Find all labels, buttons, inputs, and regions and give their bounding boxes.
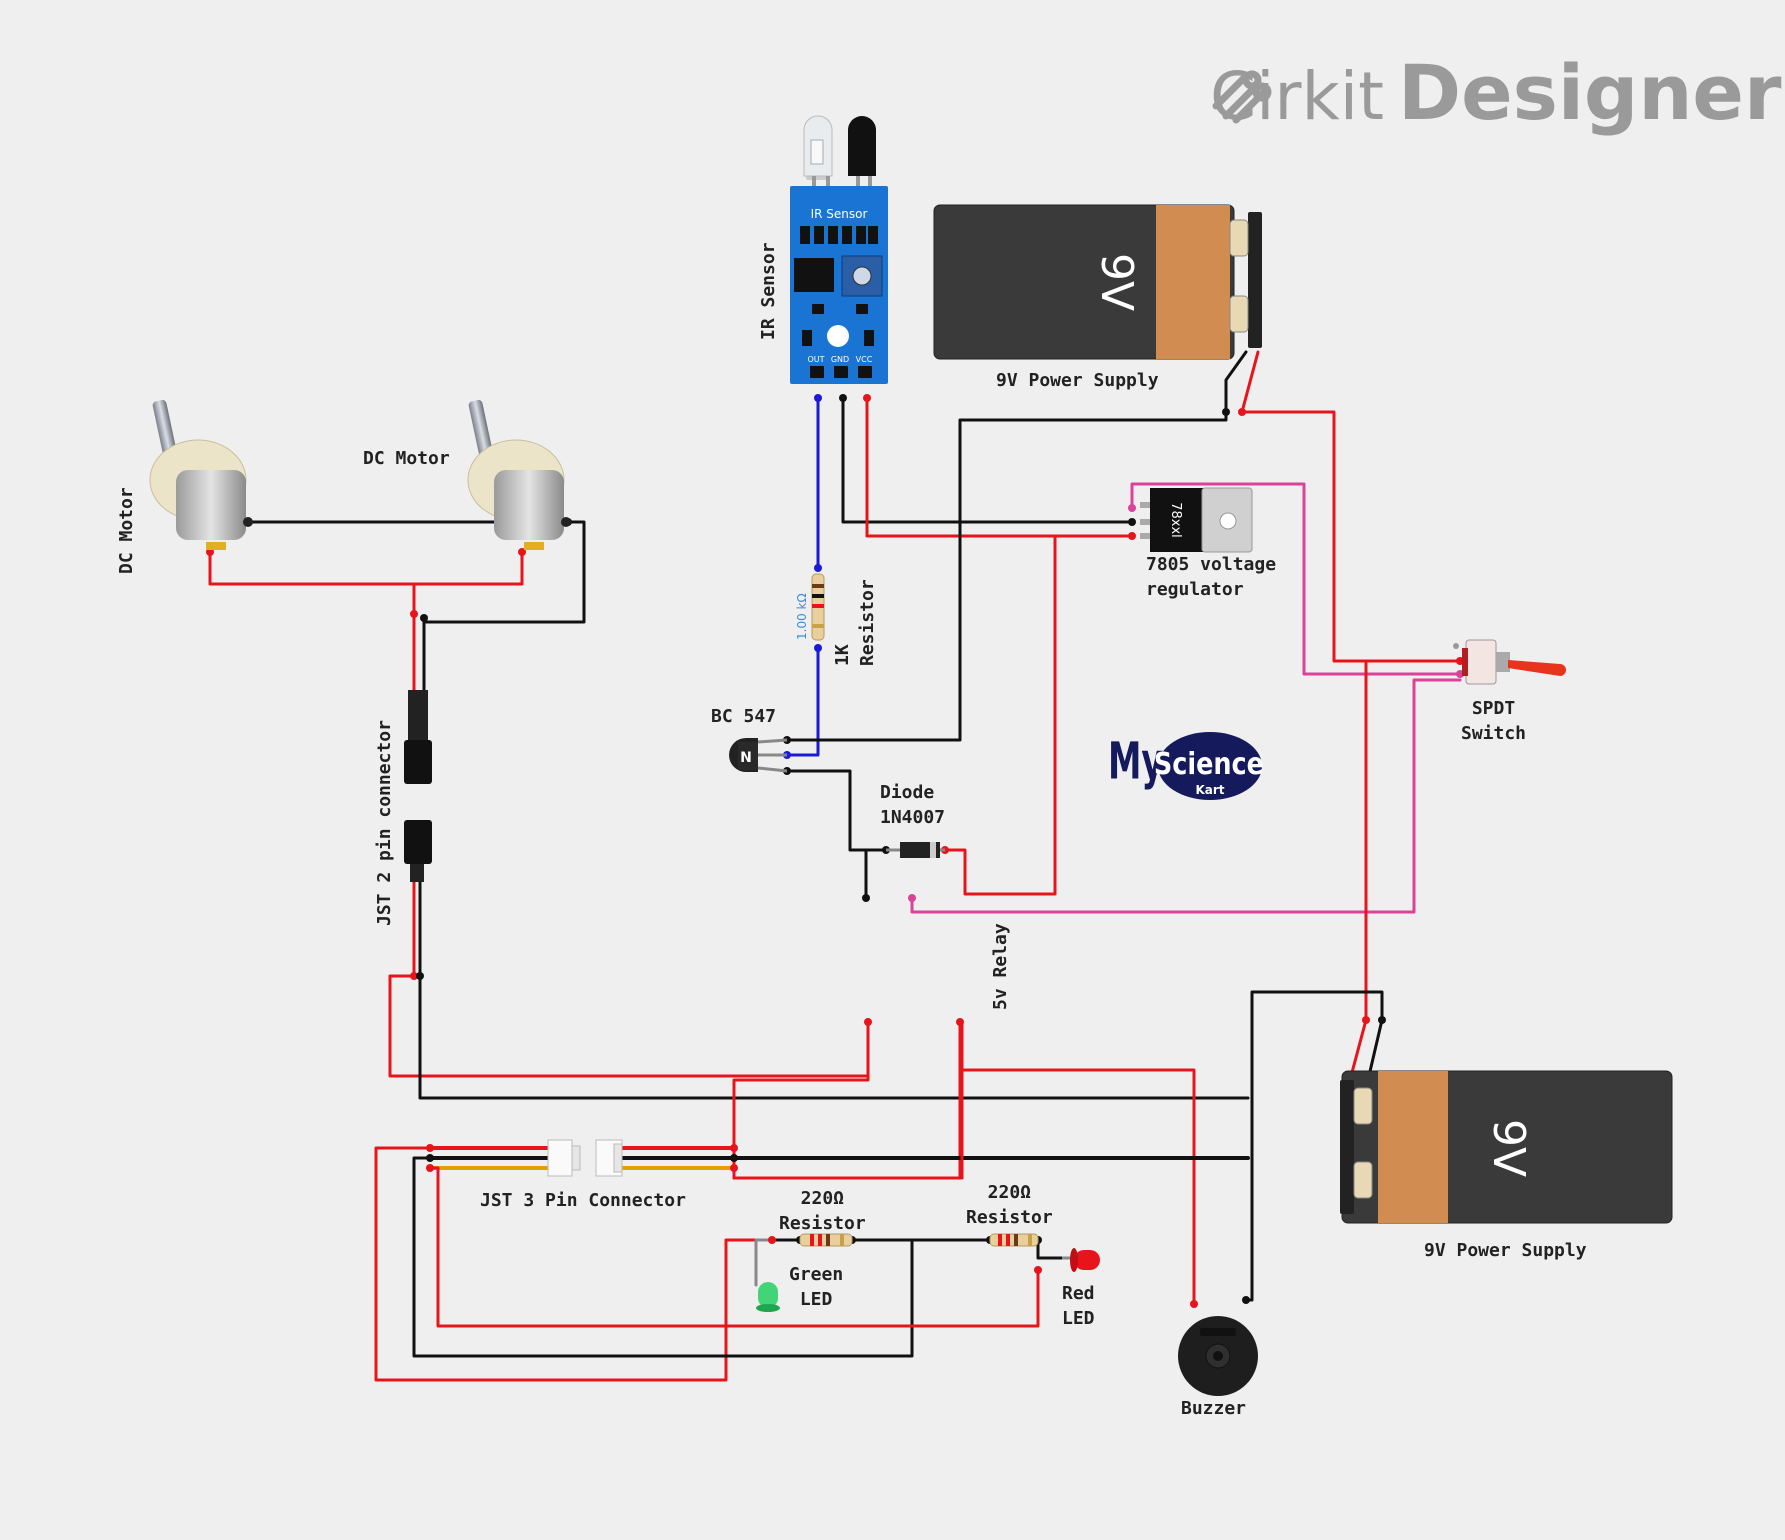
ir-pin-vcc: VCC: [856, 355, 873, 364]
label-resistor-1k: 1K Resistor: [830, 579, 880, 666]
voltage-regulator-7805[interactable]: 78xxl: [1140, 487, 1253, 553]
wire-reg-pink: [1130, 482, 1462, 676]
brand-name-light: Cirkit: [1210, 58, 1384, 135]
jst2-connector[interactable]: [404, 690, 432, 882]
label-diode: Diode 1N4007: [880, 782, 946, 828]
green-led[interactable]: [756, 1282, 780, 1312]
battery-bottom-marking: 9V: [1483, 1119, 1534, 1177]
label-jst2: JST 2 pin connector: [374, 720, 395, 926]
wire-relay-com-red: [732, 1020, 870, 1152]
resistor-1k-value: 1.00 kΩ: [795, 593, 809, 640]
transistor-marking: N: [740, 750, 752, 766]
wire-ir-gnd-black: [841, 396, 1134, 524]
label-spdt-switch: SPDT Switch: [1461, 698, 1527, 744]
battery-top-marking: 9V: [1091, 253, 1142, 311]
spdt-switch[interactable]: [1453, 639, 1566, 685]
resistor-220-green[interactable]: [799, 1233, 853, 1247]
label-ir-sensor: IR Sensor: [758, 242, 779, 340]
logo-my: My: [1108, 733, 1163, 792]
myscience-logo: My Science Kart: [1108, 732, 1263, 800]
ir-pin-out: OUT: [807, 355, 824, 364]
wire-jst3-yellow-red: [732, 1020, 964, 1180]
wire-led-red2-loop: [428, 1166, 1040, 1328]
logo-kart: Kart: [1195, 783, 1224, 797]
battery-bottom[interactable]: 9V: [1340, 1070, 1673, 1224]
jst3-connector[interactable]: [547, 1139, 623, 1177]
wire-motor-red: [208, 550, 524, 586]
dc-motor-left[interactable]: [149, 399, 253, 550]
wire-tr-emitter: [785, 769, 888, 852]
regulator-marking: 78xxl: [1168, 502, 1183, 538]
wire-bat1-black: [785, 350, 1248, 742]
label-resistor-green: 220Ω Resistor: [779, 1188, 866, 1234]
label-relay: 5v Relay: [990, 923, 1011, 1010]
wire-relay-no-red: [958, 1068, 1196, 1306]
logo-science: Science: [1154, 746, 1263, 782]
resistor-1k[interactable]: 1.00 kΩ: [795, 573, 825, 641]
label-battery-bottom: 9V Power Supply: [1424, 1240, 1587, 1261]
ir-pin-gnd: GND: [831, 355, 849, 364]
wire-jst2-black-down: [418, 868, 1250, 1100]
ir-sensor[interactable]: IR Sensor OUT GND VCC: [790, 115, 888, 384]
resistor-220-red[interactable]: [989, 1233, 1039, 1247]
diode-1n4007[interactable]: [886, 842, 945, 858]
wire-led-black-loop: [412, 1156, 914, 1358]
label-dc-motor-left: DC Motor: [116, 487, 137, 574]
wire-reg-out-red: [943, 534, 1134, 896]
wire-relay-pink: [910, 678, 1462, 914]
red-led[interactable]: [1062, 1248, 1100, 1272]
label-buzzer: Buzzer: [1181, 1398, 1247, 1419]
wire-led-red-loop: [374, 1146, 774, 1382]
label-transistor: BC 547: [711, 706, 777, 727]
ir-board-text: IR Sensor: [811, 207, 868, 221]
brand-name-bold: Designer: [1398, 48, 1782, 137]
label-resistor-1k-text: 1K Resistor: [832, 579, 878, 666]
wire-relay-out-red: [732, 1020, 962, 1180]
label-regulator: 7805 voltage regulator: [1146, 554, 1277, 600]
dc-motor-right[interactable]: [467, 399, 571, 550]
wire-red-led-in: [1036, 1238, 1064, 1260]
label-red-led: Red LED: [1062, 1283, 1095, 1329]
wire-ir-out-blue-2: [785, 646, 820, 757]
cirkit-logo-icon: [1212, 70, 1272, 124]
wire-ir-vcc-red: [865, 396, 1134, 538]
wire-bat1-red: [1240, 350, 1462, 663]
battery-top[interactable]: 9V: [933, 204, 1262, 360]
transistor-bc547[interactable]: N: [729, 738, 788, 773]
label-dc-motor-right: DC Motor: [363, 448, 450, 469]
wire-jst2-red-down: [388, 868, 870, 1078]
wire-motor-black: [246, 520, 586, 624]
wire-green-led: [754, 1238, 774, 1287]
buzzer[interactable]: [1178, 1316, 1258, 1396]
label-battery-top: 9V Power Supply: [996, 370, 1159, 391]
label-jst3: JST 3 Pin Connector: [480, 1190, 686, 1211]
label-green-led: Green LED: [789, 1264, 844, 1310]
label-resistor-red: 220Ω Resistor: [966, 1182, 1053, 1228]
